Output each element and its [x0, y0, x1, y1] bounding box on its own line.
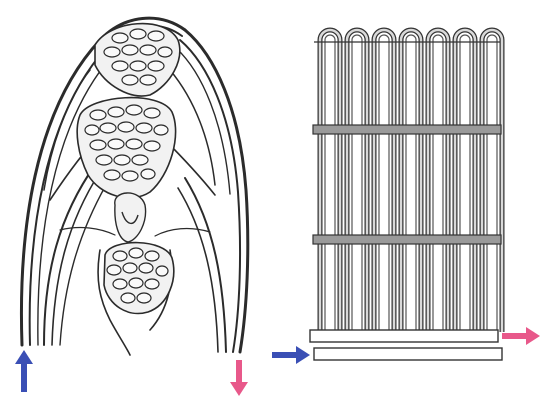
vascular-network-drawing [0, 0, 270, 398]
hairpin-tube [374, 30, 394, 332]
heat-exchanger-panel [268, 0, 545, 398]
inflow-arrow-icon [15, 350, 33, 392]
tube-bundle [314, 30, 502, 332]
lower-capillary-node [104, 243, 174, 314]
hairpin-tube [428, 30, 448, 332]
vascular-network-panel [0, 0, 270, 398]
middle-capillary-node [77, 98, 175, 198]
hairpin-tube [455, 30, 475, 332]
hairpin-tube [320, 30, 340, 332]
hairpin-tube [482, 30, 502, 332]
connector-bulb [115, 193, 146, 242]
outlet-header [310, 330, 498, 342]
heat-exchanger-drawing [268, 0, 545, 398]
hairpin-tube [401, 30, 421, 332]
inflow-arrow-icon [272, 346, 310, 364]
outflow-arrow-icon [502, 327, 540, 345]
support-plate-upper [313, 125, 501, 134]
support-plate-lower [313, 235, 501, 244]
hairpin-tube [347, 30, 367, 332]
upper-capillary-node [95, 24, 180, 96]
inlet-header [314, 348, 502, 360]
outflow-arrow-icon [230, 360, 248, 396]
